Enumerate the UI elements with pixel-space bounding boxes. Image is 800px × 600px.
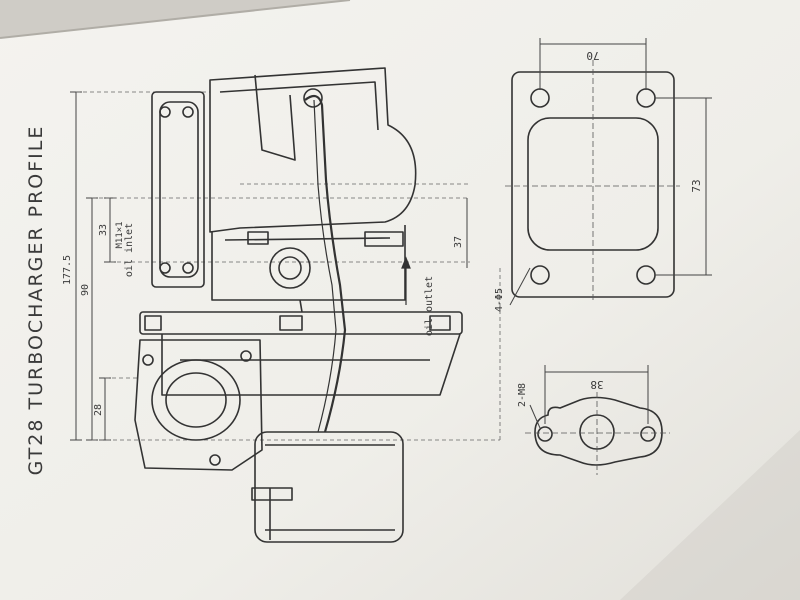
title-group: GT28 TURBOCHARGER PROFILE [25, 125, 47, 476]
oil-flange-dimension-lines [529, 365, 649, 429]
dim-37: 37 [453, 236, 464, 248]
dim-28: 28 [93, 404, 104, 416]
dim-2-m8: 2-M8 [517, 383, 528, 407]
dim-90: 90 [80, 284, 91, 296]
flange-dimension-lines [509, 38, 712, 306]
flange-centerlines [505, 60, 680, 300]
paper-edge [0, 0, 351, 39]
dim-70: 70 [586, 49, 599, 62]
oil-flange-centerlines [525, 392, 670, 475]
turbocharger-body [134, 67, 463, 543]
dim-73: 73 [690, 179, 703, 192]
dim-33: 33 [98, 224, 109, 236]
oil-outlet-label: oil outlet [424, 276, 435, 336]
dim-38: 38 [590, 378, 603, 391]
shadow [620, 430, 800, 600]
drawing-title: GT28 TURBOCHARGER PROFILE [25, 125, 47, 476]
thread-label: M11×1 [115, 221, 125, 248]
oil-inlet-label: oil inlet [124, 223, 135, 277]
extension-lines [76, 91, 501, 441]
oil-outlet-arrow [401, 256, 411, 305]
dim-177-5: 177.5 [62, 255, 73, 285]
dim-4-holes: 4-Φ5 [494, 288, 505, 312]
